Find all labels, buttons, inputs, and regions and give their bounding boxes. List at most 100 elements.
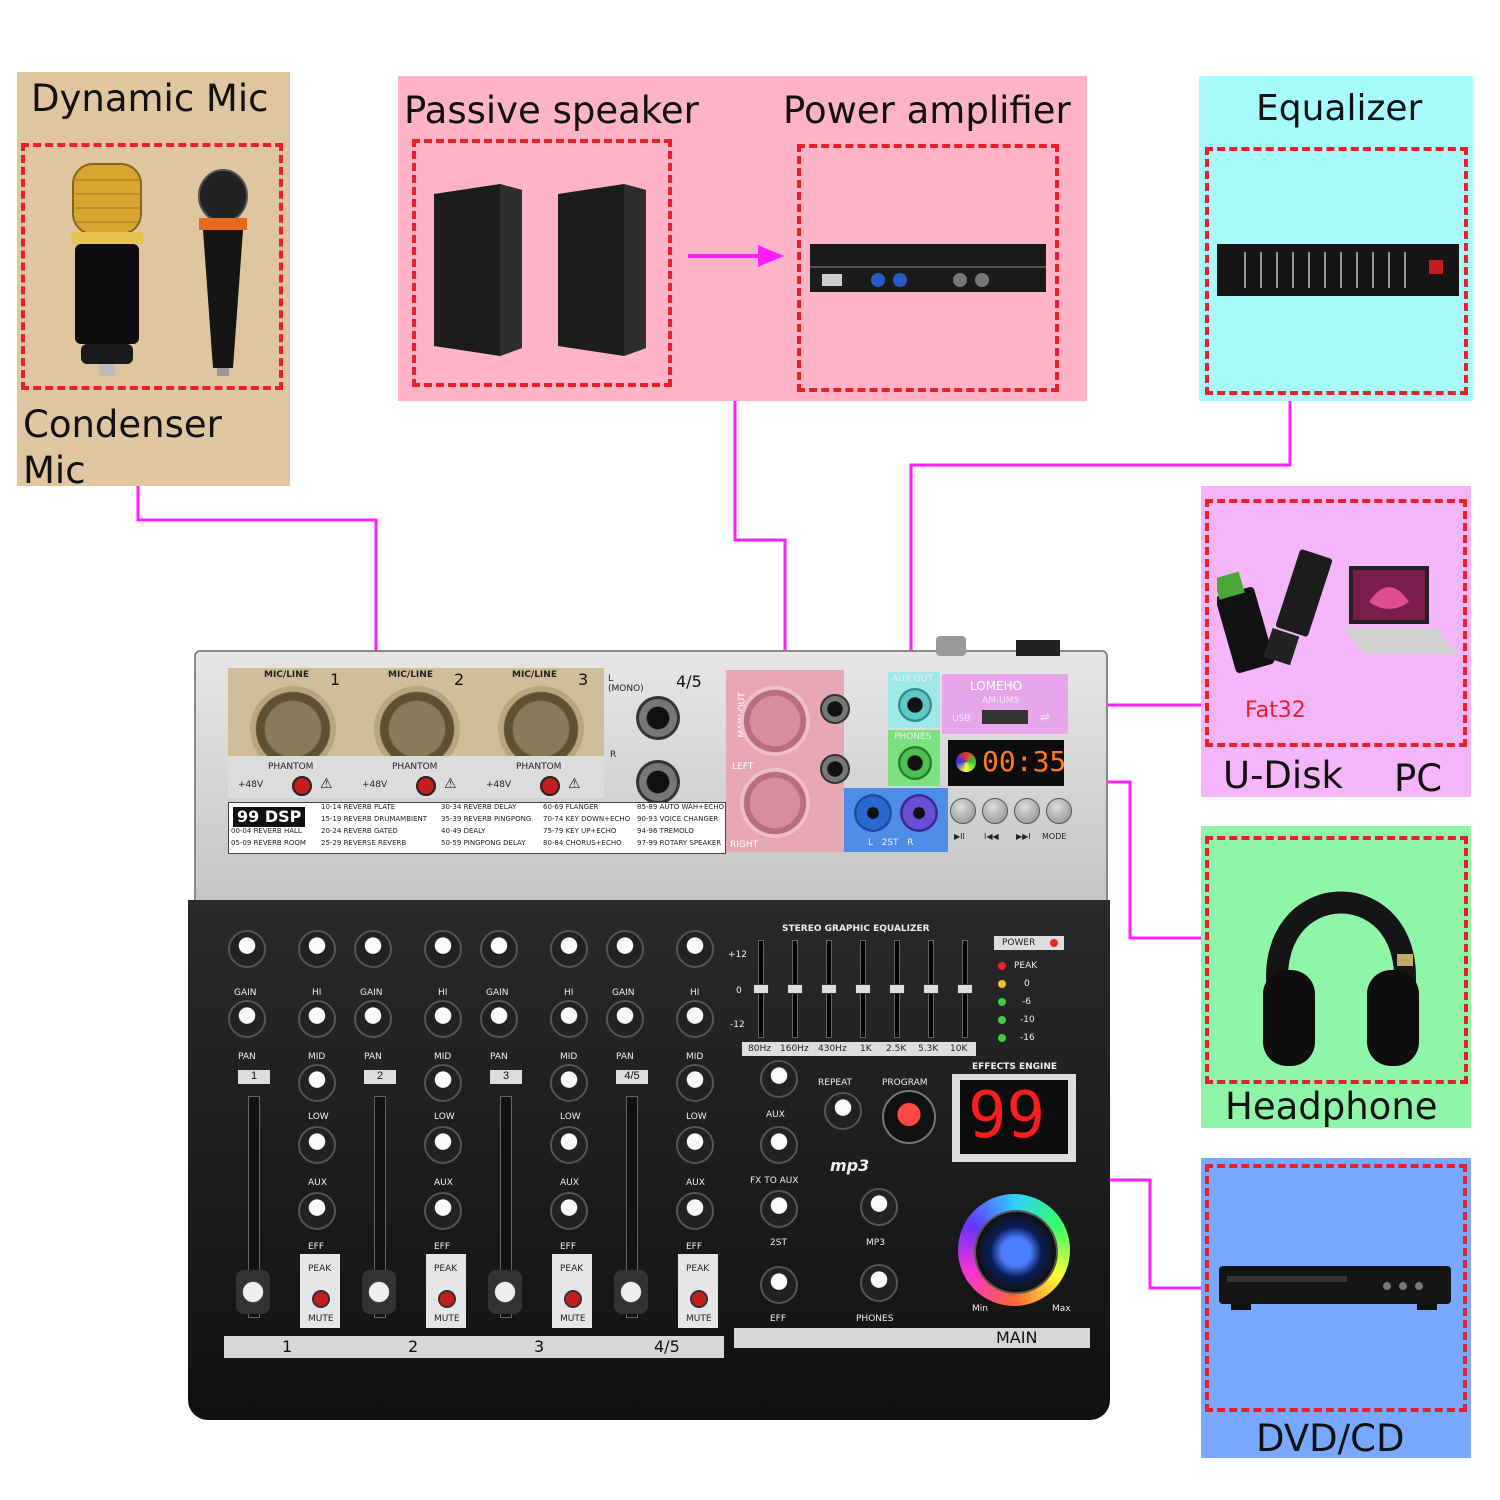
main-out-right-jack[interactable] [820,754,850,784]
v48-label-3: +48V [486,780,512,790]
gain-knob-1[interactable] [228,930,266,968]
low-knob-3[interactable] [550,1064,588,1102]
dsp-row-1-col-2: 35-39 REVERB PINGPONG [441,815,532,823]
next-button[interactable] [1014,798,1040,824]
phantom-button-1[interactable] [292,776,312,796]
aux-knob-3[interactable] [550,1126,588,1164]
main-out-left-xlr[interactable] [740,686,810,756]
geq-slider-5[interactable] [889,984,905,994]
aux-out-label: AUX OUT [892,674,933,684]
channel-number-strip: 1 2 3 4/5 [224,1336,724,1358]
two-st-right-jack[interactable] [900,794,938,832]
dvd-player-icon [1219,1266,1451,1310]
fx-to-aux-knob[interactable] [760,1126,798,1164]
aux-knob-2[interactable] [424,1126,462,1164]
channel-number-2: 2 [454,670,465,689]
mid-knob-1[interactable] [298,1000,336,1038]
eff-knob-45[interactable] [676,1192,714,1230]
gain-knob-45[interactable] [606,930,644,968]
line-input-right[interactable] [636,760,680,804]
channel-badge-2: 2 [364,1070,396,1084]
hi-knob-1[interactable] [298,930,336,968]
hi-knob-45[interactable] [676,930,714,968]
fader-1[interactable] [236,1270,270,1314]
aux-out-jack[interactable] [898,688,932,722]
main-volume-knob[interactable] [974,1210,1058,1294]
eff-label-1: EFF [308,1242,325,1252]
dvd-frame [1205,1164,1467,1412]
aux-knob-1[interactable] [298,1126,336,1164]
gain-knob-2[interactable] [354,930,392,968]
phones-jack[interactable] [898,746,932,780]
mid-knob-3[interactable] [550,1000,588,1038]
meter-led-peak [998,962,1006,970]
peak-mute-45: PEAK MUTE [678,1254,718,1328]
geq-slider-7[interactable] [957,984,973,994]
mid-knob-2[interactable] [424,1000,462,1038]
phantom-button-2[interactable] [416,776,436,796]
low-knob-1[interactable] [298,1064,336,1102]
mute-button-1[interactable] [312,1290,330,1308]
gain-knob-3[interactable] [480,930,518,968]
effects-display: 99 [952,1074,1076,1162]
pc-label: PC [1394,757,1443,800]
program-knob[interactable] [882,1090,936,1144]
hi-label-1: HI [312,988,322,998]
channel-badge-3: 3 [490,1070,522,1084]
pan-knob-2[interactable] [354,1000,392,1038]
geq-band-6: 5.3K [918,1044,939,1054]
pan-knob-45[interactable] [606,1000,644,1038]
play-pause-button[interactable] [950,798,976,824]
low-knob-2[interactable] [424,1064,462,1102]
phantom-button-3[interactable] [540,776,560,796]
fader-45[interactable] [614,1270,648,1314]
low-knob-45[interactable] [676,1064,714,1102]
pan-knob-3[interactable] [480,1000,518,1038]
gain-label-3: GAIN [486,988,509,998]
geq-slider-2[interactable] [787,984,803,994]
geq-slider-4[interactable] [855,984,871,994]
hi-knob-2[interactable] [424,930,462,968]
mid-label-3: MID [560,1052,578,1062]
aux-knob-45[interactable] [676,1126,714,1164]
eff-knob-1[interactable] [298,1192,336,1230]
wire-mic [136,486,378,666]
eff-knob-3[interactable] [550,1192,588,1230]
main-out-left-jack[interactable] [820,694,850,724]
phones-knob[interactable] [860,1264,898,1302]
hi-knob-3[interactable] [550,930,588,968]
geq-slider-6[interactable] [923,984,939,994]
mp3-knob[interactable] [860,1188,898,1226]
line-input-left[interactable] [636,696,680,740]
two-st-knob[interactable] [760,1190,798,1228]
dsp-grid: 10-14 REVERB PLATE 30-34 REVERB DELAY 60… [229,803,725,853]
mode-button[interactable] [1046,798,1072,824]
mute-button-2[interactable] [438,1290,456,1308]
eff-knob-2[interactable] [424,1192,462,1230]
main-out-right-xlr[interactable] [740,768,810,838]
previous-button[interactable] [982,798,1008,824]
eff-master-knob[interactable] [760,1266,798,1304]
mid-knob-45[interactable] [676,1000,714,1038]
switch-socket [1016,640,1060,656]
mute-button-3[interactable] [564,1290,582,1308]
fader-2[interactable] [362,1270,396,1314]
peak-label-3: PEAK [560,1264,584,1274]
dsp-logo: 99 DSP [233,807,306,827]
geq-slider-1[interactable] [753,984,769,994]
wire-equalizer [909,401,1292,672]
geq-band-5: 2.5K [886,1044,907,1054]
amplifier-frame [797,144,1059,392]
aux-master-knob[interactable] [760,1060,798,1098]
mute-button-45[interactable] [690,1290,708,1308]
geq-slider-3[interactable] [821,984,837,994]
two-st-left-jack[interactable] [854,794,892,832]
usb-slot[interactable] [982,710,1028,724]
pan-knob-1[interactable] [228,1000,266,1038]
peak-mute-3: PEAK MUTE [552,1254,592,1328]
repeat-knob[interactable] [824,1092,862,1130]
v48-label-2: +48V [362,780,388,790]
aux-master-label: AUX [766,1110,785,1120]
fx-to-aux-label: FX TO AUX [750,1176,799,1186]
fader-3[interactable] [488,1270,522,1314]
